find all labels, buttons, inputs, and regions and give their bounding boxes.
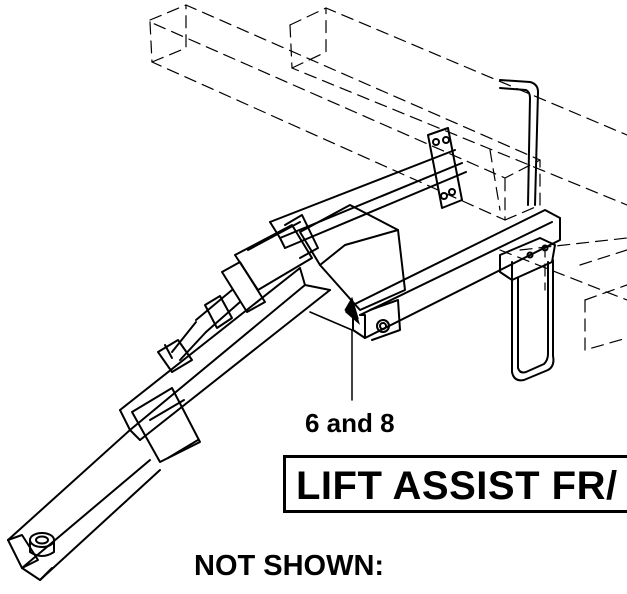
phantom-crossmember-front: [489, 149, 627, 351]
main-diagonal-tube: [119, 267, 331, 441]
strap-band: [131, 387, 201, 463]
title-box: LIFT ASSIST FR/: [283, 455, 627, 513]
cross-arm-tube: [352, 209, 561, 341]
lower-extension-tube: [7, 429, 161, 581]
phantom-frame-rail-right: [289, 7, 627, 206]
upper-arm-tube: [269, 149, 467, 249]
callout-arrowhead-2: [345, 298, 360, 325]
callout-label: 6 and 8: [305, 408, 395, 438]
not-shown-label: NOT SHOWN:: [194, 550, 385, 582]
u-bolt-upper: [499, 79, 539, 206]
title-text: LIFT ASSIST FR/: [296, 464, 618, 508]
callout-leader: [309, 311, 353, 401]
phantom-frame-rail-left: [149, 4, 541, 221]
u-bolt-lower: [511, 259, 555, 382]
mounting-plate-upper: [427, 127, 463, 209]
end-pin-cap: [29, 532, 55, 557]
cylinder-clevis: [157, 339, 193, 373]
center-web-plate: [299, 204, 406, 311]
hydraulic-cylinder: [171, 214, 319, 361]
